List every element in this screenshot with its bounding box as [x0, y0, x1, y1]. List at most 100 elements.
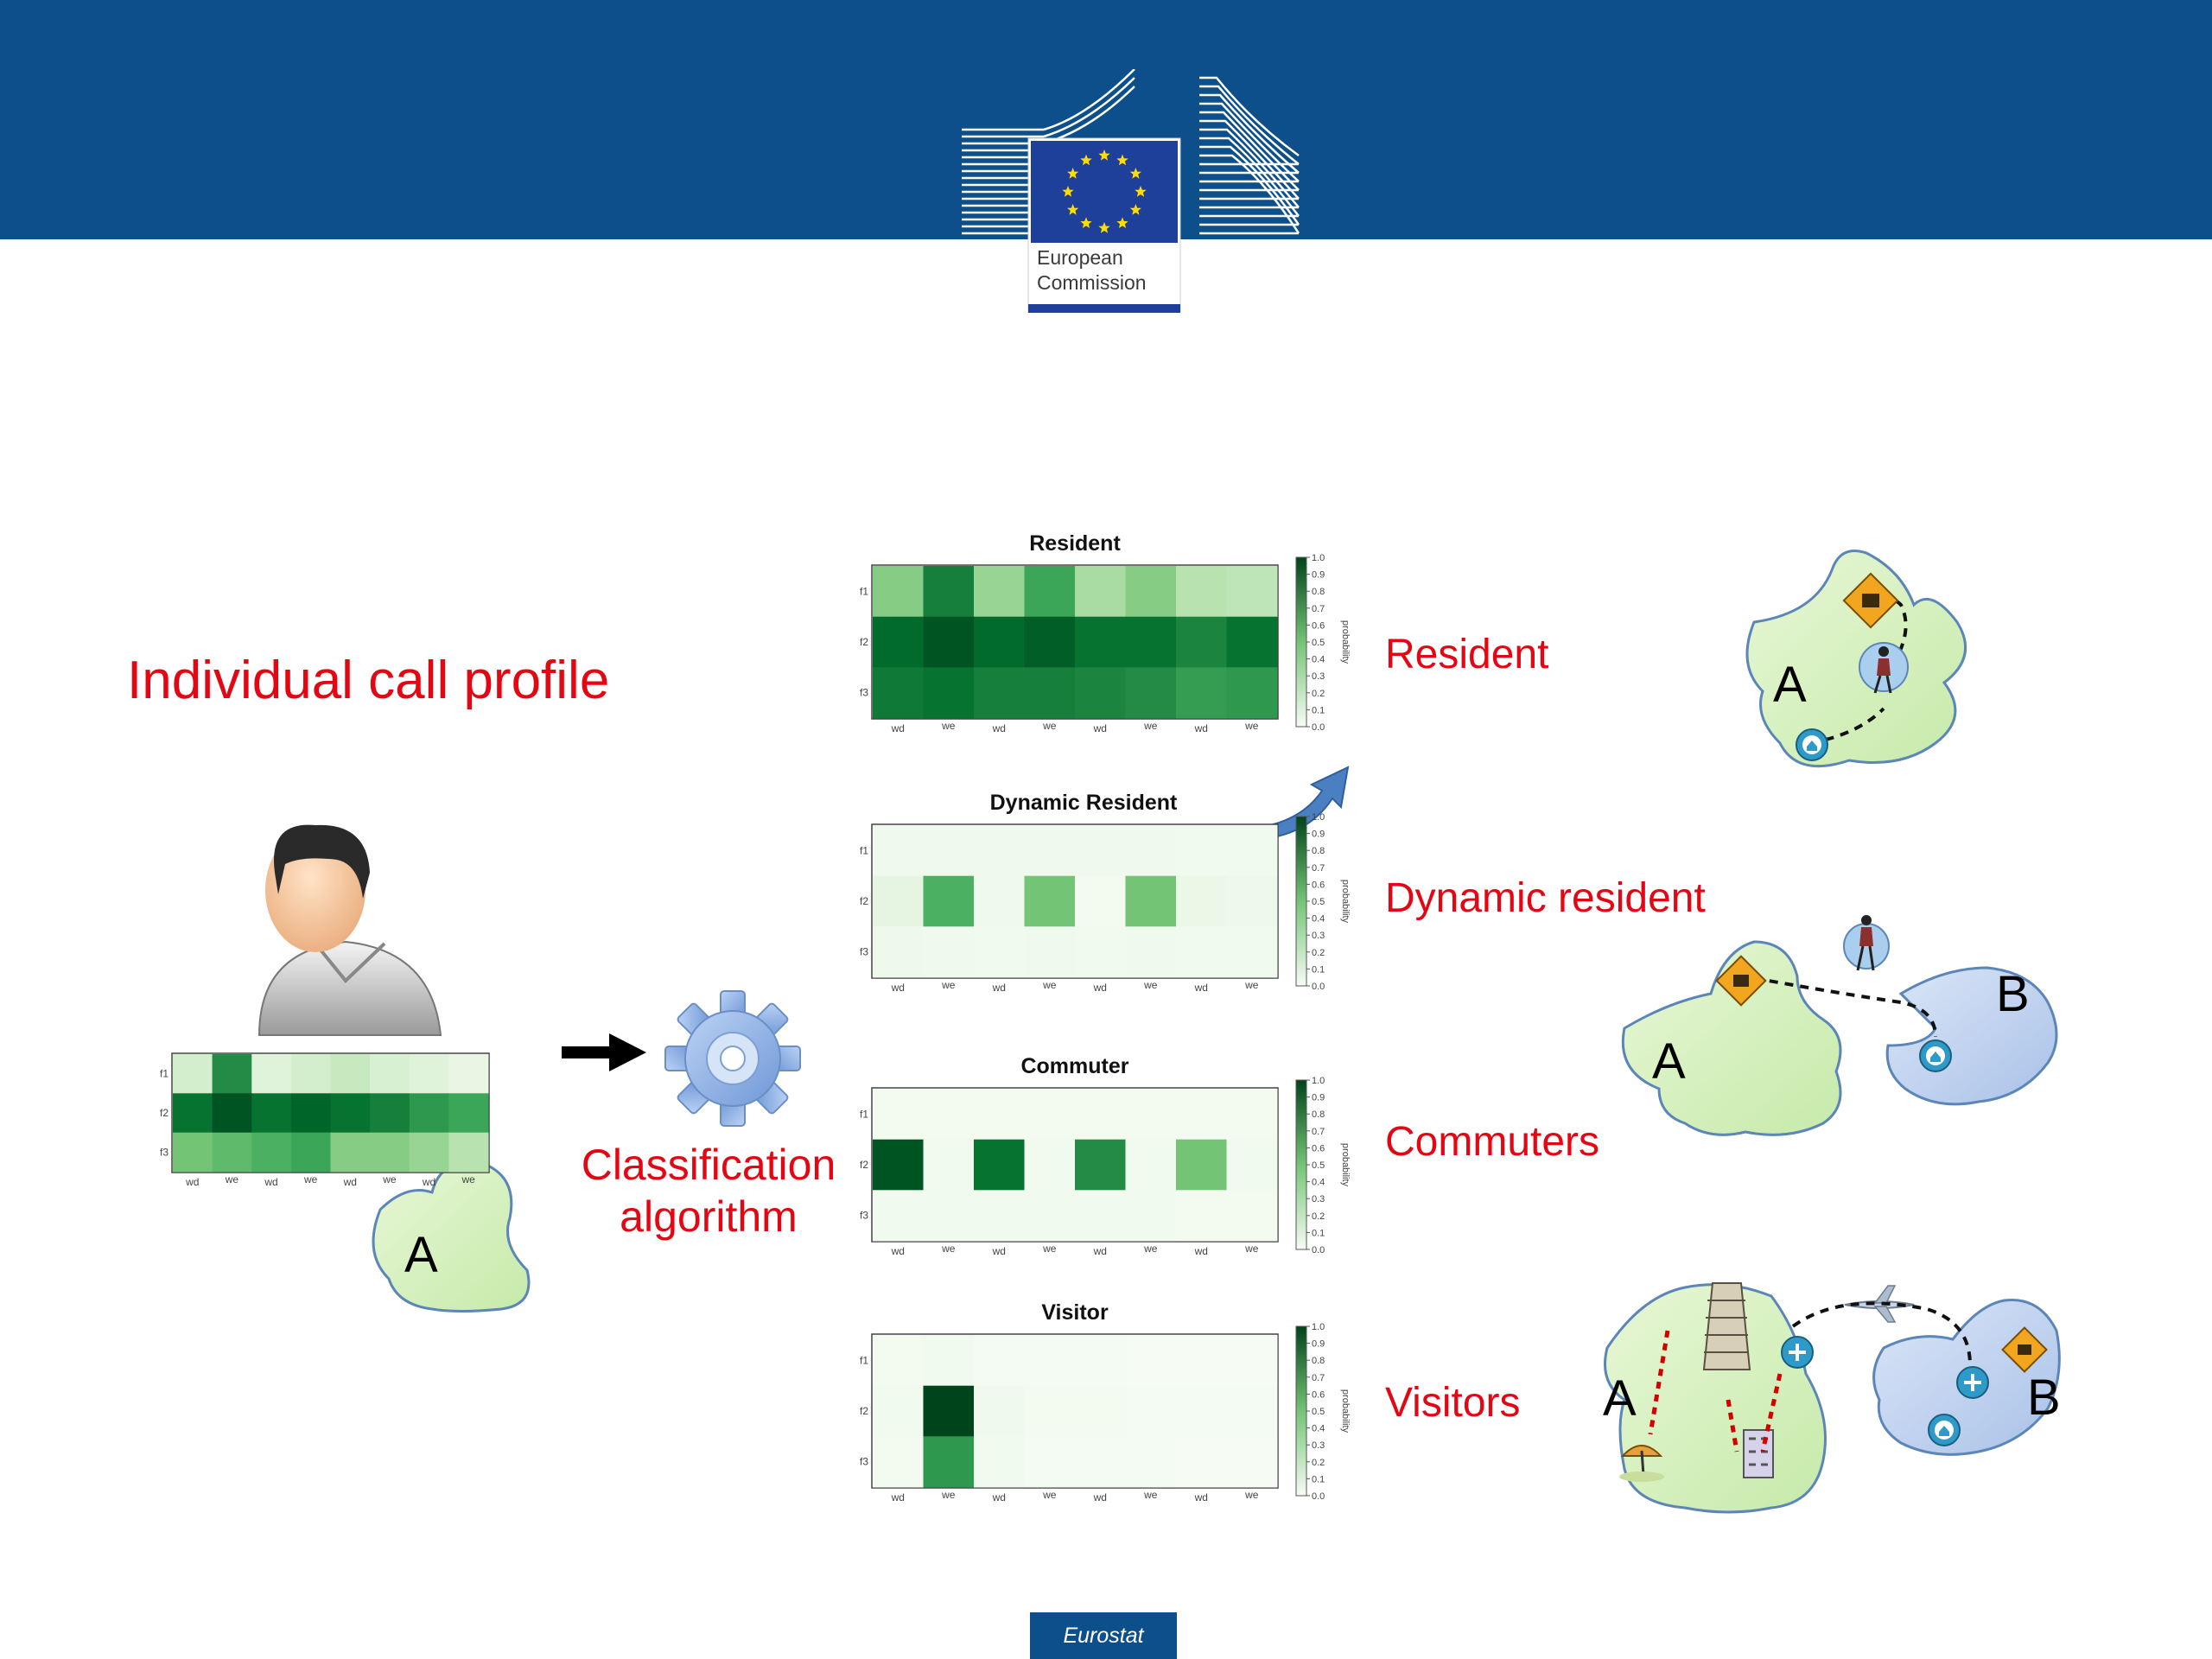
heatmap-cell: [448, 1054, 489, 1094]
region-a-letter-dynamic: A: [1652, 1033, 1686, 1090]
heatmap-cell: [1075, 1436, 1126, 1488]
colorbar-tick-label: 0.0: [1312, 1245, 1325, 1255]
heatmap-cell: [1176, 1190, 1227, 1242]
heatmap-cell: [173, 1132, 213, 1173]
heatmap-cell: [212, 1054, 252, 1094]
heatmap-cell: [974, 1089, 1025, 1141]
colorbar-tick-label: 0.3: [1312, 1440, 1325, 1451]
heatmap-cell: [873, 1385, 924, 1437]
heatmap-x-tick: we: [1143, 1489, 1158, 1501]
heatmap-cell: [1075, 875, 1126, 927]
visitors-illustration: A B: [1603, 1282, 2061, 1514]
colorbar-tick-label: 1.0: [1312, 553, 1325, 563]
heatmap-cell: [1125, 1385, 1177, 1437]
colorbar: [1295, 1079, 1307, 1250]
heatmap-cell: [923, 1385, 975, 1437]
heatmap-cell: [923, 1089, 975, 1141]
heatmap-x-tick: we: [1143, 720, 1158, 732]
heatmap-cell: [1226, 667, 1278, 719]
colorbar-tick-label: 0.9: [1312, 1093, 1325, 1103]
colorbar-tick-label: 1.0: [1312, 1076, 1325, 1086]
heatmap-cell: [1176, 1335, 1227, 1387]
region-a-shape-dynamic: [1621, 940, 1842, 1136]
dynamic-resident-illustration: A B: [1621, 915, 2058, 1136]
heatmap-cell: [290, 1093, 331, 1134]
heatmap-cell: [212, 1093, 252, 1134]
heatmap-title-dynamic-resident: Dynamic Resident: [990, 791, 1178, 815]
colorbar-label: probability: [1340, 620, 1351, 664]
heatmap-x-tick: we: [1143, 979, 1158, 991]
heatmap-cell: [1075, 926, 1126, 978]
heatmap-cell: [1176, 1139, 1227, 1191]
heatmap-cell: [923, 1335, 975, 1387]
heatmap-cell: [974, 566, 1025, 618]
resident-illustration: A: [1745, 550, 1967, 768]
category-label-resident: Resident: [1385, 632, 1549, 677]
colorbar: [1295, 556, 1307, 728]
colorbar-tick-label: 0.3: [1312, 931, 1325, 941]
heatmap-x-tick: wd: [264, 1176, 277, 1188]
heatmap-x-tick: wd: [891, 982, 905, 994]
heatmap-cell: [1125, 566, 1177, 618]
heatmap-x-tick: wd: [1194, 982, 1208, 994]
home-icon: [1796, 728, 1828, 761]
heatmap-cell: [974, 1436, 1025, 1488]
heatmap-x-tick: we: [1042, 1243, 1057, 1255]
heatmap-cell: [1176, 566, 1227, 618]
beach-icon: [1619, 1445, 1664, 1482]
heatmap-cell: [1075, 1335, 1126, 1387]
heatmap-cell: [1024, 616, 1076, 668]
heatmap-x-tick: we: [303, 1173, 318, 1185]
heatmap-x-tick: wd: [1093, 1245, 1107, 1257]
colorbar-tick-label: 0.5: [1312, 897, 1325, 907]
heatmap-cell: [1176, 1436, 1227, 1488]
heatmap-cell: [873, 667, 924, 719]
colorbar: [1295, 816, 1307, 987]
heatmap-cell: [173, 1093, 213, 1134]
heatmap-y-tick: f3: [860, 1210, 868, 1222]
traveller-icon: [1859, 642, 1909, 694]
heatmap-cell: [1075, 825, 1126, 877]
footer-eurostat-tab[interactable]: Eurostat: [1030, 1612, 1177, 1659]
heatmap-cell: [290, 1132, 331, 1173]
heatmap-cell: [1024, 1335, 1076, 1387]
colorbar-tick-label: 0.1: [1312, 964, 1325, 975]
heatmap-cell: [1125, 616, 1177, 668]
colorbar-tick-label: 0.2: [1312, 948, 1325, 958]
heatmap-cell: [873, 926, 924, 978]
colorbar-tick-label: 0.4: [1312, 1424, 1325, 1434]
eu-star: [1067, 204, 1079, 215]
heatmap-cell: [1125, 1335, 1177, 1387]
heatmap-cell: [1226, 825, 1278, 877]
heatmap-cell: [251, 1093, 292, 1134]
colorbar-tick-label: 0.5: [1312, 1160, 1325, 1171]
heatmap-cell: [370, 1054, 410, 1094]
eu-star: [1135, 186, 1147, 197]
heatmap-cell: [1024, 825, 1076, 877]
heatmap-x-tick: we: [1244, 1243, 1259, 1255]
region-a-letter-resident: A: [1773, 657, 1807, 713]
work-icon: [2001, 1326, 2048, 1373]
colorbar-tick-label: 0.4: [1312, 914, 1325, 925]
home-icon: [1919, 1039, 1952, 1072]
heatmap-cell: [1226, 1139, 1278, 1191]
eu-star: [1098, 222, 1110, 233]
person-avatar-icon: [257, 824, 442, 1036]
heatmap-cell: [1226, 1089, 1278, 1141]
colorbar-tick-label: 0.4: [1312, 655, 1325, 665]
colorbar-tick-label: 0.7: [1312, 604, 1325, 614]
airport-icon: [1956, 1366, 1989, 1399]
region-a-shape-profile: [372, 1160, 531, 1313]
heatmap-cell: [974, 825, 1025, 877]
european-commission-logo: [962, 69, 1300, 313]
heatmap-cell: [1024, 1436, 1076, 1488]
heatmap-y-tick: f2: [860, 1159, 868, 1171]
colorbar-tick-label: 0.8: [1312, 846, 1325, 856]
heatmap-cell: [974, 667, 1025, 719]
heatmap-title-visitor: Visitor: [1041, 1300, 1109, 1325]
heatmap-y-tick: f1: [860, 1354, 868, 1366]
classifier-label-line-2: algorithm: [620, 1192, 798, 1241]
heatmap-x-tick: wd: [1194, 1491, 1208, 1503]
